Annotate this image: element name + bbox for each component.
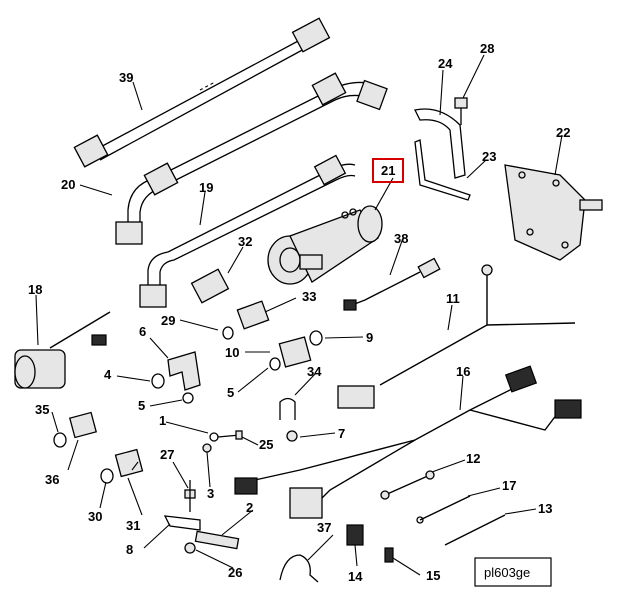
sensor-38 <box>343 257 441 311</box>
label-34: 34 <box>307 364 322 379</box>
cable-17 <box>416 495 471 524</box>
washer-1 <box>209 432 219 442</box>
cable-12 <box>380 470 435 500</box>
label-30: 30 <box>88 509 102 524</box>
u-bolt-34 <box>279 397 296 420</box>
label-2: 2 <box>246 500 253 515</box>
cable-13 <box>444 514 506 546</box>
label-31: 31 <box>126 518 140 533</box>
label-19: 19 <box>199 180 213 195</box>
clamp-37 <box>279 554 319 583</box>
label-35: 35 <box>35 402 49 417</box>
label-20: 20 <box>61 177 75 192</box>
label-22: 22 <box>556 125 570 140</box>
label-7: 7 <box>338 426 345 441</box>
fitting-36 <box>68 411 98 439</box>
hose-39 <box>73 17 331 168</box>
callout-labels: 39 20 19 21 24 28 23 22 32 38 18 33 11 2… <box>28 41 570 584</box>
solenoid-18 <box>14 311 111 389</box>
label-27: 27 <box>160 447 174 462</box>
label-17: 17 <box>502 478 516 493</box>
clamp-24 <box>414 108 466 179</box>
label-21: 21 <box>381 163 395 178</box>
bracket-23 <box>414 139 471 201</box>
label-33: 33 <box>302 289 316 304</box>
harness-16 <box>234 365 582 519</box>
label-24: 24 <box>438 56 453 71</box>
leader-lines <box>35 54 563 576</box>
label-3: 3 <box>207 486 214 501</box>
nut-26 <box>184 542 196 554</box>
hose-20 <box>115 72 388 245</box>
label-26: 26 <box>228 565 242 580</box>
label-8: 8 <box>126 542 133 557</box>
label-10: 10 <box>225 345 239 360</box>
terminal-15 <box>384 547 394 563</box>
label-5a: 5 <box>138 398 145 413</box>
label-32: 32 <box>238 234 252 249</box>
fitting-10 <box>278 336 312 368</box>
highlight-box-21 <box>372 158 404 183</box>
nut-7 <box>286 430 298 442</box>
label-39: 39 <box>119 70 133 85</box>
bracket-8 <box>163 515 201 531</box>
label-14: 14 <box>348 569 363 584</box>
label-28: 28 <box>480 41 494 56</box>
reference-box: pl603ge <box>474 557 552 587</box>
bolt-25 <box>217 430 243 440</box>
label-6: 6 <box>139 324 146 339</box>
label-4: 4 <box>104 367 112 382</box>
harness-11 <box>337 264 576 409</box>
label-25: 25 <box>259 437 273 452</box>
fitting-31 <box>114 448 144 478</box>
motor-21 <box>267 205 383 285</box>
label-16: 16 <box>456 364 470 379</box>
label-36: 36 <box>45 472 59 487</box>
label-11: 11 <box>446 291 460 306</box>
fitting-32 <box>190 268 230 304</box>
bolt-28 <box>454 97 468 125</box>
label-1: 1 <box>159 413 166 428</box>
label-37: 37 <box>317 520 331 535</box>
fitting-33 <box>236 300 270 330</box>
connector-14 <box>346 524 364 546</box>
hose-19 <box>139 154 356 308</box>
label-5b: 5 <box>227 385 234 400</box>
label-29: 29 <box>161 313 175 328</box>
pin-2 <box>194 530 240 550</box>
label-18: 18 <box>28 282 42 297</box>
bolt-27 <box>184 480 196 512</box>
label-38: 38 <box>394 231 408 246</box>
plate-22 <box>504 164 603 261</box>
label-23: 23 <box>482 149 496 164</box>
label-9: 9 <box>366 330 373 345</box>
label-15: 15 <box>426 568 440 583</box>
label-13: 13 <box>538 501 552 516</box>
nut-3 <box>202 443 212 453</box>
reference-code: pl603ge <box>484 565 530 580</box>
label-12: 12 <box>466 451 480 466</box>
o-rings <box>53 326 323 484</box>
elbow-6 <box>167 351 201 391</box>
